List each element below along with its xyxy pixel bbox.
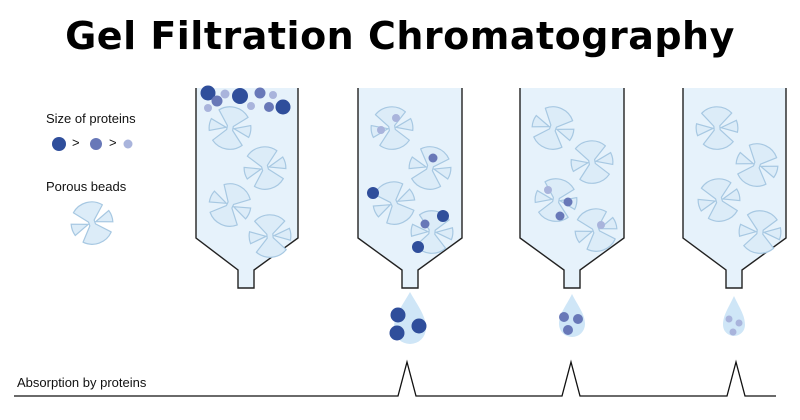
large-protein: [232, 88, 248, 104]
small-protein: [729, 328, 737, 336]
small-protein: [725, 315, 733, 323]
small-protein: [597, 221, 605, 229]
small-protein-dot: [123, 139, 133, 149]
small-protein: [247, 102, 255, 110]
medium-protein: [264, 102, 274, 112]
small-protein: [735, 319, 743, 327]
large-protein: [389, 325, 405, 341]
large-protein: [275, 99, 291, 115]
droplet-medium-proteins: [559, 294, 585, 337]
large-protein: [200, 85, 216, 101]
absorption-trace: [14, 359, 776, 397]
greater-than-symbol: >: [72, 135, 80, 150]
large-protein: [390, 307, 406, 323]
column-4: [682, 88, 787, 289]
large-protein: [367, 187, 379, 199]
medium-protein: [420, 219, 430, 229]
medium-protein: [428, 153, 438, 163]
absorption-trace-label: Absorption by proteins: [17, 375, 147, 390]
large-protein: [437, 210, 449, 222]
small-protein: [220, 89, 230, 99]
medium-protein: [573, 314, 583, 324]
medium-protein: [555, 211, 565, 221]
porous-beads-label: Porous beads: [46, 179, 127, 194]
medium-protein: [211, 95, 223, 107]
small-protein: [392, 114, 400, 122]
medium-protein: [559, 312, 569, 322]
small-protein: [377, 126, 385, 134]
legend-bead: [64, 195, 120, 251]
small-protein: [204, 104, 212, 112]
size-of-proteins-label: Size of proteins: [46, 111, 136, 126]
diagram-title: Gel Filtration Chromatography: [65, 14, 735, 58]
large-protein: [411, 318, 427, 334]
column-3: [519, 88, 625, 289]
greater-than-symbol: >: [109, 135, 117, 150]
droplet-small-proteins: [723, 296, 745, 336]
droplet-large-proteins: [389, 292, 427, 344]
large-protein: [412, 241, 424, 253]
large-protein-dot: [52, 137, 66, 151]
medium-protein-dot: [90, 138, 102, 150]
small-protein: [269, 91, 277, 99]
small-protein: [544, 186, 552, 194]
medium-protein: [563, 325, 573, 335]
column-1: [195, 85, 299, 289]
medium-protein: [563, 197, 573, 207]
medium-protein: [254, 87, 266, 99]
column-2: [357, 88, 463, 289]
